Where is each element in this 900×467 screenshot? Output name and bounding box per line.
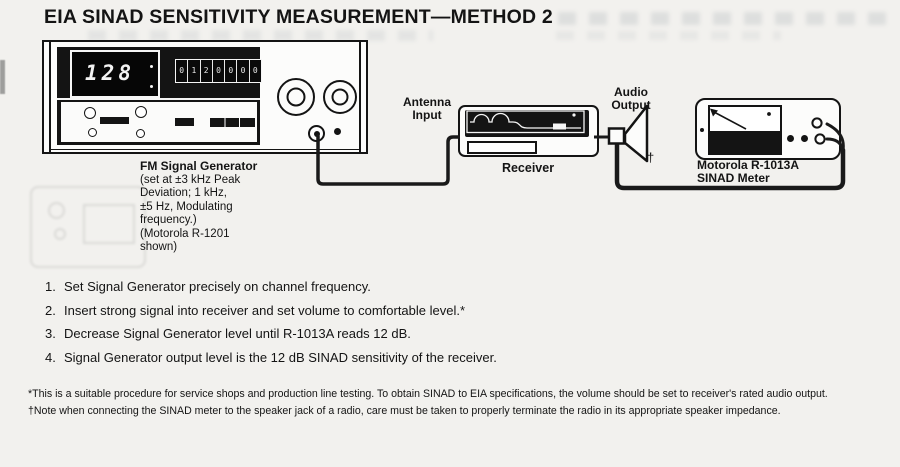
meter-knob [801, 135, 808, 142]
panel-button-group [210, 118, 255, 127]
panel-divider-line [57, 98, 260, 100]
footnote: *This is a suitable procedure for servic… [28, 388, 884, 401]
control-knob-small [84, 107, 96, 119]
thumbwheel-digit: 0 [252, 66, 258, 75]
procedure-steps: 1. Set Signal Generator precisely on cha… [45, 279, 497, 373]
control-knob-small [135, 106, 147, 118]
footnote: †Note when connecting the SINAD meter to… [28, 405, 884, 418]
step-number: 4. [45, 349, 56, 365]
panel-dot [334, 128, 341, 135]
procedure-step: 2. Insert strong signal into receiver an… [45, 303, 497, 318]
panel-button [175, 118, 194, 126]
tuning-knob-small [323, 80, 357, 114]
generator-caption: FM Signal Generator (set at ±3 kHz Peak … [140, 159, 258, 253]
footnote-marker: † [28, 405, 34, 417]
panel-edge-line [359, 42, 361, 152]
analog-meter-face [708, 105, 782, 155]
thumbwheel-digit: 1 [188, 60, 201, 82]
step-text: Set Signal Generator precisely on channe… [64, 279, 371, 294]
ghost-bleed-text [558, 12, 890, 25]
sinad-meter-caption: Motorola R-1013A SINAD Meter [697, 158, 800, 185]
receiver-dial-slot [467, 141, 537, 154]
antenna-input-label: Antenna Input [403, 95, 451, 122]
frequency-display-value: 128 [85, 61, 135, 85]
generator-front-panel: 128 0 1 2 0 0 0 0 [57, 47, 262, 145]
footnote-text: Note when connecting the SINAD meter to … [33, 405, 781, 417]
thumbwheel-digit: 0 [225, 60, 238, 82]
procedure-step: 3. Decrease Signal Generator level until… [45, 326, 497, 341]
speaker-driver [607, 127, 626, 145]
step-text: Insert strong signal into receiver and s… [64, 302, 466, 318]
rf-output-jack [308, 125, 325, 142]
step-number: 2. [45, 302, 56, 318]
meter-knob [787, 135, 794, 142]
ghost-bleed-text [556, 31, 781, 40]
display-indicator-dot [150, 65, 153, 68]
sinad-meter-device [695, 98, 841, 160]
procedure-step: 1. Set Signal Generator precisely on cha… [45, 279, 497, 294]
footnote-marker: * [28, 388, 33, 400]
thumbwheel-frequency-selector: 0 1 2 0 0 0 0 [175, 59, 262, 83]
thumbwheel-digit: 0 [237, 60, 250, 82]
receiver-front-panel [465, 110, 589, 137]
footnote-text: This is a suitable procedure for service… [32, 388, 828, 400]
control-knob-small [136, 129, 145, 138]
audio-output-label: Audio Output [611, 85, 651, 112]
frequency-display: 128 [70, 50, 160, 98]
receiver-caption: Receiver [501, 161, 555, 175]
meter-screw-dot [700, 128, 704, 132]
tuning-knob-large [277, 78, 315, 116]
step-text: Signal Generator output level is the 12 … [64, 349, 497, 365]
receiver-device [458, 105, 599, 157]
speaker-footnote-marker: † [647, 150, 655, 165]
slider-control [100, 117, 129, 124]
thumbwheel-digit: 2 [201, 60, 213, 82]
procedure-step: 4. Signal Generator output level is the … [45, 350, 497, 365]
page-title: EIA SINAD SENSITIVITY MEASUREMENT—METHOD… [44, 6, 553, 28]
step-number: 1. [45, 279, 56, 294]
step-text: Decrease Signal Generator level until R-… [64, 326, 411, 341]
thumbwheel-digit: 0 [213, 60, 226, 82]
panel-edge-line [49, 42, 51, 152]
thumbwheel-digit: 0 [176, 60, 189, 82]
generator-control-strip [61, 102, 257, 142]
scan-edge-artifact [0, 60, 5, 94]
control-knob-small [88, 128, 97, 137]
panel-edge-line [49, 148, 361, 150]
speaker-horn [623, 104, 649, 163]
display-indicator-dot [150, 85, 153, 88]
ghost-bleed-device [30, 186, 146, 268]
fm-signal-generator: 128 0 1 2 0 0 0 0 [42, 40, 368, 154]
step-number: 3. [45, 326, 56, 341]
footnotes: *This is a suitable procedure for servic… [28, 388, 884, 422]
